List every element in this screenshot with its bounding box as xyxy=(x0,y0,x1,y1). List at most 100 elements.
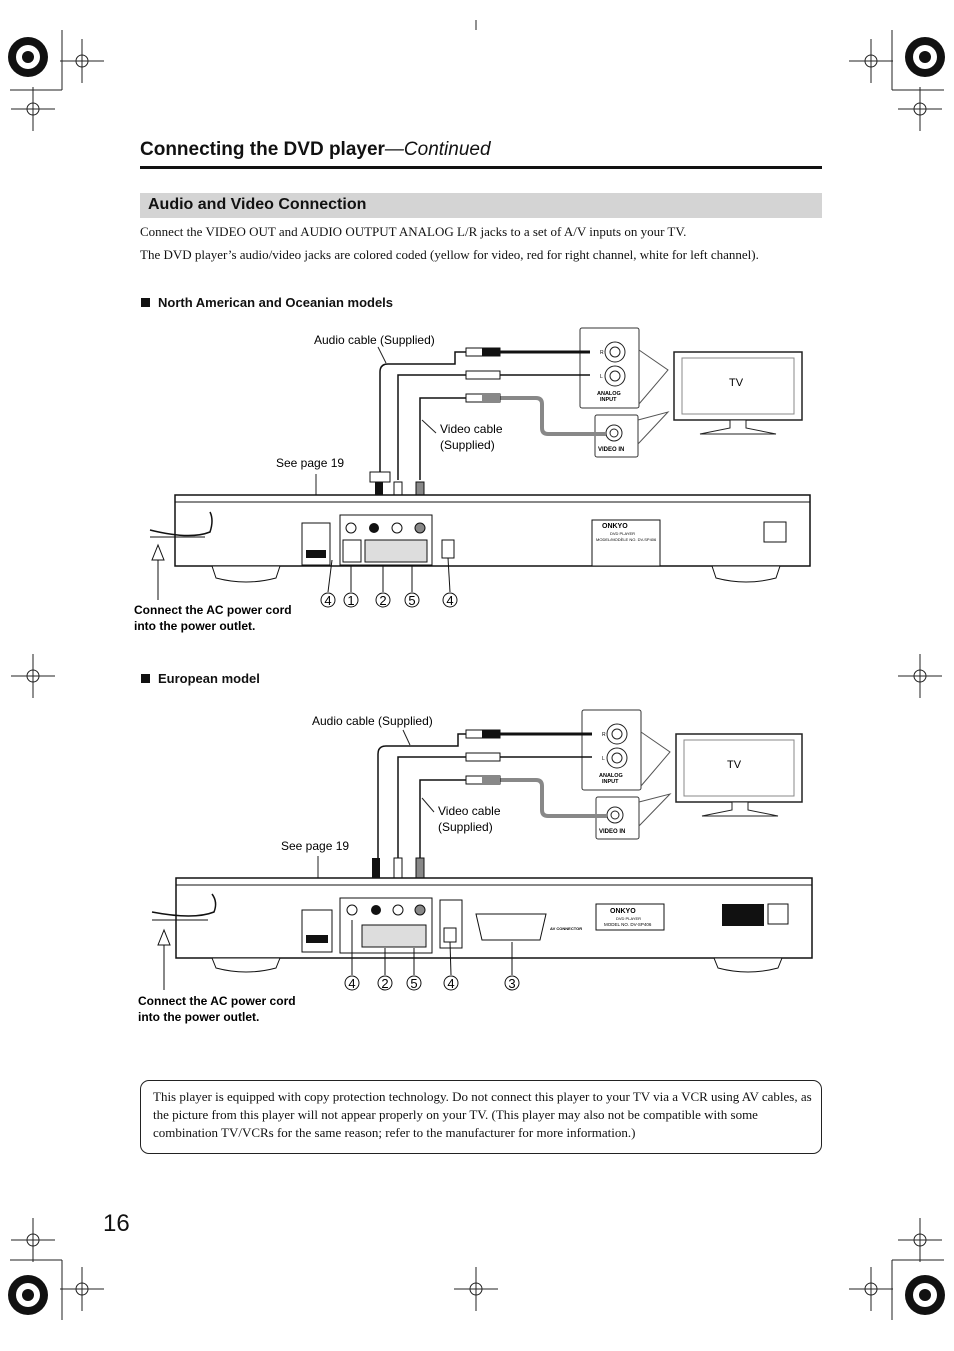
diagram-label: 4 xyxy=(447,976,454,991)
hdmi-port xyxy=(301,522,331,566)
diagram-label: 4 xyxy=(324,593,331,608)
diagram-label: 2 xyxy=(379,593,386,608)
audio-cable-label: Audio cable (Supplied) xyxy=(314,333,435,347)
crosshair-icon xyxy=(849,1267,893,1311)
diagram-label: 5 xyxy=(410,976,417,991)
callouts-european: 4 2 5 4 3 xyxy=(344,975,520,991)
jack-label-l: L xyxy=(602,756,605,762)
crosshair-icon xyxy=(11,1218,55,1262)
intro-paragraph-1: Connect the VIDEO OUT and AUDIO OUTPUT A… xyxy=(140,224,687,239)
diagram-european: Audio cable (Supplied) Video cable (Supp… xyxy=(138,709,813,1024)
diagram-label: 4 xyxy=(446,593,453,608)
laser-product-label xyxy=(722,904,764,926)
jack-label-r: R xyxy=(600,350,604,356)
registration-marks xyxy=(10,20,944,1320)
audio-r-jack xyxy=(371,905,381,915)
class-label xyxy=(763,521,787,543)
sunburst-mark-icon xyxy=(905,37,945,77)
see-page-label: See page 19 xyxy=(281,839,349,853)
analog-input-label-2: INPUT xyxy=(602,779,619,785)
crosshair-icon xyxy=(898,1218,942,1262)
audio-l-jack xyxy=(391,522,403,534)
crosshair-icon xyxy=(454,1267,498,1311)
video-in-label: VIDEO IN xyxy=(598,447,624,453)
rca-plug-icon xyxy=(465,370,501,380)
see-page-label: See page 19 xyxy=(276,456,344,470)
sunburst-mark-icon xyxy=(8,37,48,77)
s-video-jack xyxy=(342,539,362,563)
brand-label: ONKYO xyxy=(602,523,628,530)
analog-input-label: ANALOG xyxy=(597,391,621,397)
arrow-up-icon xyxy=(157,928,171,946)
class-label xyxy=(767,903,789,925)
player-foot xyxy=(211,565,281,583)
sunburst-mark-icon xyxy=(8,1275,48,1315)
diagram-north-american: Audio cable (Supplied) Video cable (Supp… xyxy=(134,327,811,633)
crosshair-icon xyxy=(60,1267,104,1311)
player-type-label: DVD PLAYER xyxy=(610,531,635,536)
power-instruction: Connect the AC power cord xyxy=(134,603,292,617)
intro-paragraph-2: The DVD player’s audio/video jacks are c… xyxy=(140,247,759,262)
crosshair-icon xyxy=(898,87,942,131)
crosshair-icon xyxy=(849,39,893,83)
square-bullet-icon xyxy=(141,674,150,683)
diagram-label: 1 xyxy=(347,593,354,608)
crosshair-icon xyxy=(11,87,55,131)
analog-input-label-2: INPUT xyxy=(600,397,617,403)
power-instruction-2: into the power outlet. xyxy=(134,619,255,633)
power-cord xyxy=(151,893,217,917)
audio-l-jack xyxy=(392,904,404,916)
crosshair-icon xyxy=(898,654,942,698)
video-in-label: VIDEO IN xyxy=(599,829,625,835)
optical-port xyxy=(443,927,457,943)
audio-r-jack xyxy=(369,523,379,533)
analog-input-label: ANALOG xyxy=(599,773,623,779)
video-jack xyxy=(414,522,426,534)
video-cable-label-2: (Supplied) xyxy=(440,438,495,452)
callouts-north-american: 4 1 2 5 4 xyxy=(320,592,458,608)
hdmi-port xyxy=(301,909,333,953)
arrow-up-icon xyxy=(151,543,165,561)
video-cable-label: Video cable xyxy=(440,422,503,436)
player-foot xyxy=(211,957,281,973)
av-connector-label: AV CONNECTOR xyxy=(550,926,582,931)
model-label: MODEL NO. DV-SP406 xyxy=(604,922,652,927)
diagram-label: 3 xyxy=(508,976,515,991)
rca-plug-icon xyxy=(465,752,501,762)
scart-connector xyxy=(475,913,547,941)
component-video-jacks xyxy=(361,924,427,948)
power-cord xyxy=(149,511,213,537)
component-video-jacks xyxy=(364,539,428,563)
player-foot xyxy=(711,565,781,583)
crosshair-icon xyxy=(11,654,55,698)
crosshair-icon xyxy=(60,39,104,83)
video-cable-label-2: (Supplied) xyxy=(438,820,493,834)
jack-label-r: R xyxy=(602,732,606,738)
page-header: Connecting the DVD player—Continued xyxy=(140,139,491,161)
jack-label-l: L xyxy=(600,374,603,380)
audio-cable-label: Audio cable (Supplied) xyxy=(312,714,433,728)
model-label-plate xyxy=(595,903,665,931)
coaxial-jack xyxy=(346,904,358,916)
square-bullet-icon xyxy=(141,298,150,307)
note-box xyxy=(140,1080,822,1154)
video-cable-label: Video cable xyxy=(438,804,501,818)
optical-port xyxy=(441,539,455,559)
power-instruction: Connect the AC power cord xyxy=(138,994,296,1008)
dvd-player-rear-panel xyxy=(174,494,811,567)
player-type-label: DVD PLAYER xyxy=(616,916,641,921)
diagram-label: 5 xyxy=(408,593,415,608)
subheading-north-american: North American and Oceanian models xyxy=(141,295,393,310)
tv-label: TV xyxy=(727,759,742,771)
model-label-plate xyxy=(591,519,661,567)
diagram-label: 2 xyxy=(381,976,388,991)
diagram-label: 4 xyxy=(348,976,355,991)
brand-label: ONKYO xyxy=(610,908,636,915)
model-label: MODEL/MODÈLE NO. DV-SP406 xyxy=(596,537,657,542)
sunburst-mark-icon xyxy=(905,1275,945,1315)
header-title: Connecting the DVD player xyxy=(140,139,385,160)
player-foot xyxy=(713,957,783,973)
copy-protection-note: This player is equipped with copy protec… xyxy=(153,1089,812,1140)
header-rule xyxy=(140,166,822,169)
